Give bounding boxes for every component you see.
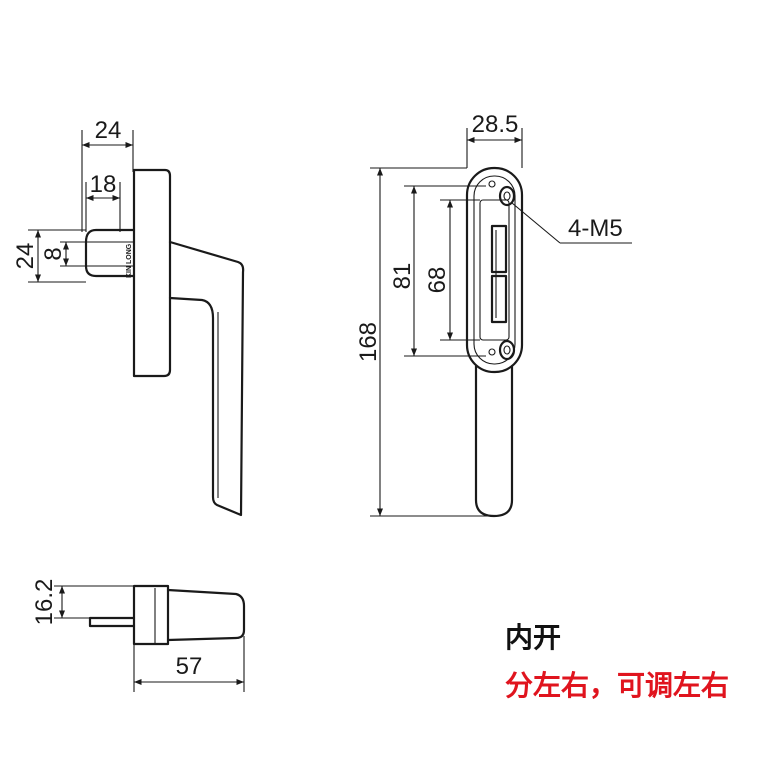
bottom-handle	[166, 588, 246, 642]
dim-total-length-168: 168	[355, 322, 382, 362]
side-base-plate	[132, 168, 172, 378]
side-spindle	[84, 228, 136, 278]
bottom-view: 16.2 57	[31, 579, 246, 692]
dim-screw-callout: 4-M5	[568, 215, 623, 242]
dim-side-height-24: 24	[12, 243, 39, 270]
brand-mark: KIN LONG	[126, 243, 133, 278]
side-handle-arm	[168, 240, 245, 517]
front-slot-lower	[490, 274, 508, 324]
front-base-outer	[465, 166, 524, 374]
dim-side-width-18: 18	[90, 171, 117, 198]
note-opening: 内开	[505, 621, 562, 654]
dim-slot-length-68: 68	[424, 267, 451, 294]
side-view: KIN LONG 24 18 24 8	[12, 117, 245, 517]
dim-side-width-24: 24	[95, 117, 122, 144]
dim-spindle-8: 8	[40, 247, 67, 260]
front-screw-hole-top	[498, 185, 516, 207]
front-screw-hole-bottom	[498, 339, 516, 361]
dim-front-width: 28.5	[472, 111, 519, 138]
dim-bottom-length: 57	[176, 653, 203, 680]
front-handle-body	[474, 364, 514, 518]
front-view: 28.5 4-M5 81 68 168	[355, 111, 632, 518]
bottom-base	[132, 584, 170, 646]
dim-hole-spacing-81: 81	[389, 263, 416, 290]
bottom-spindle	[88, 616, 136, 628]
front-slot-upper	[490, 224, 508, 274]
dim-bottom-height: 16.2	[31, 579, 58, 626]
note-handing: 分左右，可调左右	[505, 669, 730, 702]
